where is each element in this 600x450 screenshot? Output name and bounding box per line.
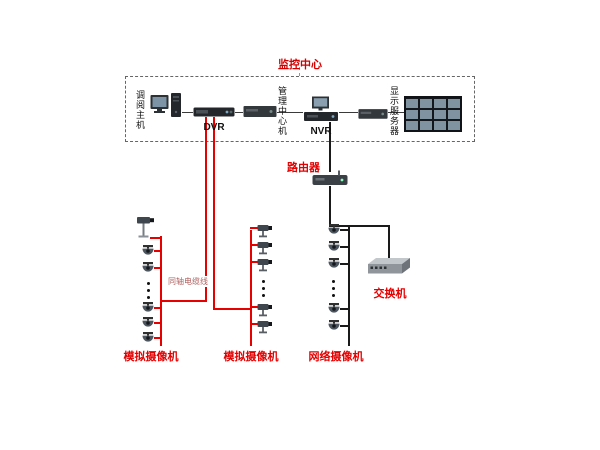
management-server-icon	[243, 103, 277, 119]
ellipsis-dots	[262, 280, 265, 297]
dome-camera-icon	[140, 245, 156, 257]
network-line	[329, 225, 390, 227]
dome-camera-icon	[326, 241, 342, 253]
network-line	[329, 186, 331, 227]
camera-stub-line	[340, 325, 348, 327]
camera-stub-line	[340, 229, 348, 231]
dome-camera-icon	[326, 258, 342, 270]
switch-icon	[366, 256, 412, 276]
coaxial-cable-label: 同轴电缆线	[167, 276, 209, 287]
camera-stub-line	[154, 337, 160, 339]
analog-cable-line	[213, 117, 215, 310]
center-link-line	[277, 112, 303, 113]
center-link-line	[235, 112, 243, 113]
ellipsis-dots	[332, 280, 335, 297]
camera-stub-line	[154, 322, 160, 324]
network-trunk-line	[348, 225, 350, 346]
bullet-camera-icon	[256, 303, 274, 317]
analog-camera-group-label: 模拟摄像机	[123, 351, 179, 363]
nvr-icon	[303, 96, 339, 124]
bullet-camera-icon	[256, 320, 274, 334]
dome-camera-icon	[140, 332, 156, 344]
dome-camera-icon	[326, 320, 342, 332]
analog-cable-line	[205, 117, 207, 302]
camera-stub-line	[340, 246, 348, 248]
camera-stub-line	[340, 308, 348, 310]
diagram-title: 监控中心	[278, 59, 322, 71]
display-server-icon	[358, 106, 388, 121]
camera-stub-line	[154, 250, 160, 252]
center-link-line	[339, 112, 358, 113]
video-wall-icon	[404, 96, 462, 132]
camera-stub-line	[154, 267, 160, 269]
analog-cable-line	[160, 300, 207, 302]
analog-cable-line	[213, 308, 252, 310]
dome-camera-icon	[326, 224, 342, 236]
ellipsis-dots	[147, 282, 150, 299]
analog-trunk-line	[160, 236, 162, 346]
bullet-camera-icon	[256, 241, 274, 255]
display-server-label: 显示服务器	[389, 86, 399, 136]
camera-stub-line	[250, 323, 258, 325]
network-camera-group-label: 网络摄像机	[308, 351, 364, 363]
dome-camera-icon	[326, 303, 342, 315]
host-label: 调阅主机	[135, 90, 145, 130]
camera-stub-line	[154, 307, 160, 309]
monitoring-center-box	[125, 76, 475, 142]
center-link-line	[388, 112, 404, 113]
workstation-icon	[150, 92, 182, 124]
camera-stub-line	[250, 261, 258, 263]
ptz-camera-icon	[134, 216, 158, 238]
camera-stub-line	[250, 306, 258, 308]
management-label: 管理中心机	[277, 86, 287, 136]
title-connector-tick	[299, 67, 300, 76]
bullet-camera-icon	[256, 258, 274, 272]
bullet-camera-icon	[256, 224, 274, 238]
nvr-label: NVR	[310, 126, 332, 137]
dome-camera-icon	[140, 302, 156, 314]
network-line	[388, 225, 390, 260]
router-label: 路由器	[287, 162, 320, 174]
camera-stub-line	[150, 237, 160, 239]
dvr-label: DVR	[203, 122, 225, 133]
center-link-line	[182, 112, 193, 113]
dome-camera-icon	[140, 317, 156, 329]
camera-stub-line	[250, 244, 258, 246]
dome-camera-icon	[140, 262, 156, 274]
camera-stub-line	[250, 227, 258, 229]
network-line	[329, 122, 331, 172]
analog-camera-group-label: 模拟摄像机	[223, 351, 279, 363]
analog-trunk-line	[250, 230, 252, 346]
switch-label: 交换机	[373, 288, 407, 300]
dvr-icon	[193, 105, 235, 119]
camera-stub-line	[340, 263, 348, 265]
